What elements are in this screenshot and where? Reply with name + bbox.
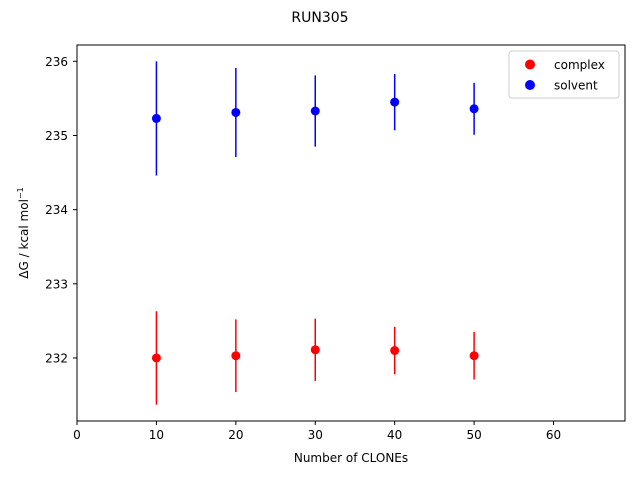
x-tick-label: 50	[466, 428, 481, 442]
data-point	[231, 351, 241, 361]
data-point	[310, 345, 320, 355]
data-point	[151, 353, 161, 363]
axes-frame	[76, 44, 626, 422]
y-tick-label: 234	[45, 203, 68, 217]
data-point	[390, 97, 400, 107]
y-tick-label: 233	[45, 277, 68, 291]
data-point	[469, 104, 479, 114]
y-axis: 232 233 234 235 236	[45, 55, 77, 365]
legend-label-solvent: solvent	[554, 79, 598, 93]
x-tick-label: 20	[228, 428, 243, 442]
y-axis-label-exponent: −1	[16, 187, 25, 199]
legend-marker-complex	[525, 59, 535, 70]
series-complex	[151, 311, 479, 405]
data-point	[390, 346, 400, 356]
data-point	[310, 106, 320, 116]
data-point	[469, 351, 479, 361]
x-axis: 0 10 20 30 40 50 60	[73, 421, 561, 442]
x-axis-label: Number of CLONEs	[294, 451, 408, 465]
chart-title: RUN305	[291, 10, 348, 26]
x-tick-label: 60	[546, 428, 561, 442]
data-point	[151, 113, 161, 123]
legend-marker-solvent	[525, 80, 535, 90]
series-solvent	[151, 61, 479, 176]
data-point	[231, 107, 241, 117]
y-tick-label: 236	[45, 55, 68, 69]
x-tick-label: 40	[387, 428, 402, 442]
plot-area	[151, 61, 479, 405]
legend: complex solvent	[508, 50, 620, 99]
x-tick-label: 30	[308, 428, 323, 442]
y-tick-label: 232	[45, 351, 68, 365]
y-axis-label: ΔG / kcal mol−1	[16, 187, 31, 278]
x-tick-label: 0	[73, 428, 81, 442]
legend-box	[508, 50, 620, 99]
y-tick-label: 235	[45, 129, 68, 143]
legend-label-complex: complex	[554, 58, 605, 72]
x-tick-label: 10	[149, 428, 164, 442]
y-axis-label-main: ΔG / kcal mol	[17, 199, 31, 279]
